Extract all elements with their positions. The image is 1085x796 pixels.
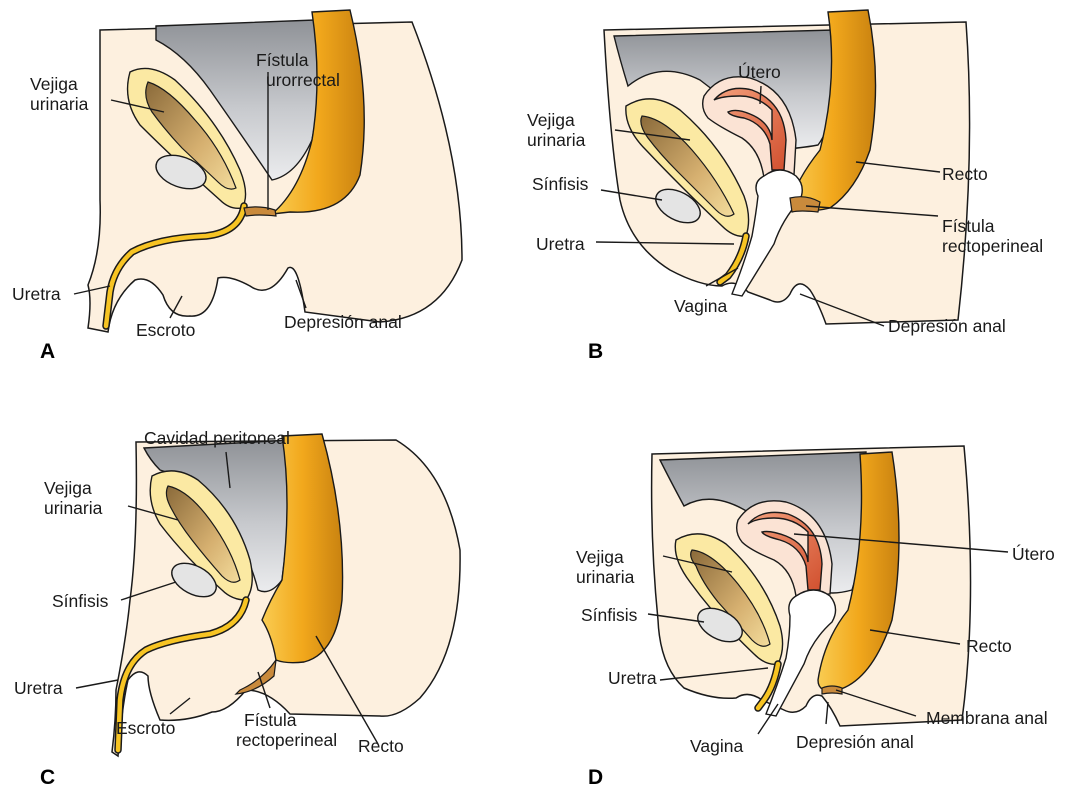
panel-b-label-vejiga-2: urinaria — [527, 130, 586, 150]
panel-a-label-vejiga-2: urinaria — [30, 94, 89, 114]
panel-d-label-sinfisis: Sínfisis — [581, 605, 638, 625]
panel-d-label-uretra: Uretra — [608, 668, 657, 688]
panel-a-label-escroto: Escroto — [136, 320, 195, 340]
panel-d-label-depresion: Depresión anal — [796, 732, 914, 752]
panel-c-letter: C — [40, 766, 55, 789]
panel-b-utero-leader — [760, 86, 761, 104]
panel-b-label-vejiga-1: Vejiga — [527, 110, 575, 130]
panel-a-letter: A — [40, 340, 55, 363]
panel-c-label-vejiga-1: Vejiga — [44, 478, 92, 498]
panel-c-label-cavidad: Cavidad peritoneal — [144, 428, 290, 448]
panel-d-label-vejiga-2: urinaria — [576, 567, 635, 587]
panel-b-label-utero: Útero — [738, 61, 781, 82]
panel-a-label-uretra: Uretra — [12, 284, 61, 304]
panel-c: Cavidad peritoneal Vejiga urinaria Sínfi… — [14, 428, 460, 789]
panel-d-label-recto: Recto — [966, 636, 1012, 656]
panel-a: Vejiga urinaria Fístula urorrectal Uretr… — [12, 10, 462, 363]
panel-c-uretra-leader — [76, 680, 118, 688]
panel-c-label-escroto: Escroto — [116, 718, 175, 738]
panel-b-label-vagina: Vagina — [674, 296, 727, 316]
panel-d-label-utero: Útero — [1012, 543, 1055, 564]
panel-c-label-sinfisis: Sínfisis — [52, 591, 109, 611]
panel-b-label-fistula-2: rectoperineal — [942, 236, 1043, 256]
panel-d-letter: D — [588, 766, 603, 789]
panel-c-label-uretra: Uretra — [14, 678, 63, 698]
panel-b-label-sinfisis: Sínfisis — [532, 174, 589, 194]
panel-c-label-fistula-2: rectoperineal — [236, 730, 337, 750]
panel-c-label-recto: Recto — [358, 736, 404, 756]
panel-d: Vejiga urinaria Sínfisis Uretra Vagina Ú… — [576, 446, 1055, 789]
panel-d-anal-membrane — [822, 686, 842, 694]
panel-d-label-membrana: Membrana anal — [926, 708, 1048, 728]
panel-d-label-vagina: Vagina — [690, 736, 743, 756]
panel-a-label-vejiga-1: Vejiga — [30, 74, 78, 94]
panel-a-label-fistula-1: Fístula — [256, 50, 309, 70]
panel-c-label-fistula-1: Fístula — [244, 710, 297, 730]
panel-a-label-fistula-2: urorrectal — [266, 70, 340, 90]
panel-b-label-fistula-1: Fístula — [942, 216, 995, 236]
panel-c-label-vejiga-2: urinaria — [44, 498, 103, 518]
panel-b-label-recto: Recto — [942, 164, 988, 184]
panel-b-letter: B — [588, 340, 603, 363]
panel-d-label-vejiga-1: Vejiga — [576, 547, 624, 567]
panel-d-depresion-leader — [826, 702, 828, 724]
panel-b-label-depresion: Depresión anal — [888, 316, 1006, 336]
panel-b: Útero Vejiga urinaria Sínfisis Uretra Va… — [527, 10, 1043, 363]
panel-a-label-depresion: Depresión anal — [284, 312, 402, 332]
panel-b-label-uretra: Uretra — [536, 234, 585, 254]
